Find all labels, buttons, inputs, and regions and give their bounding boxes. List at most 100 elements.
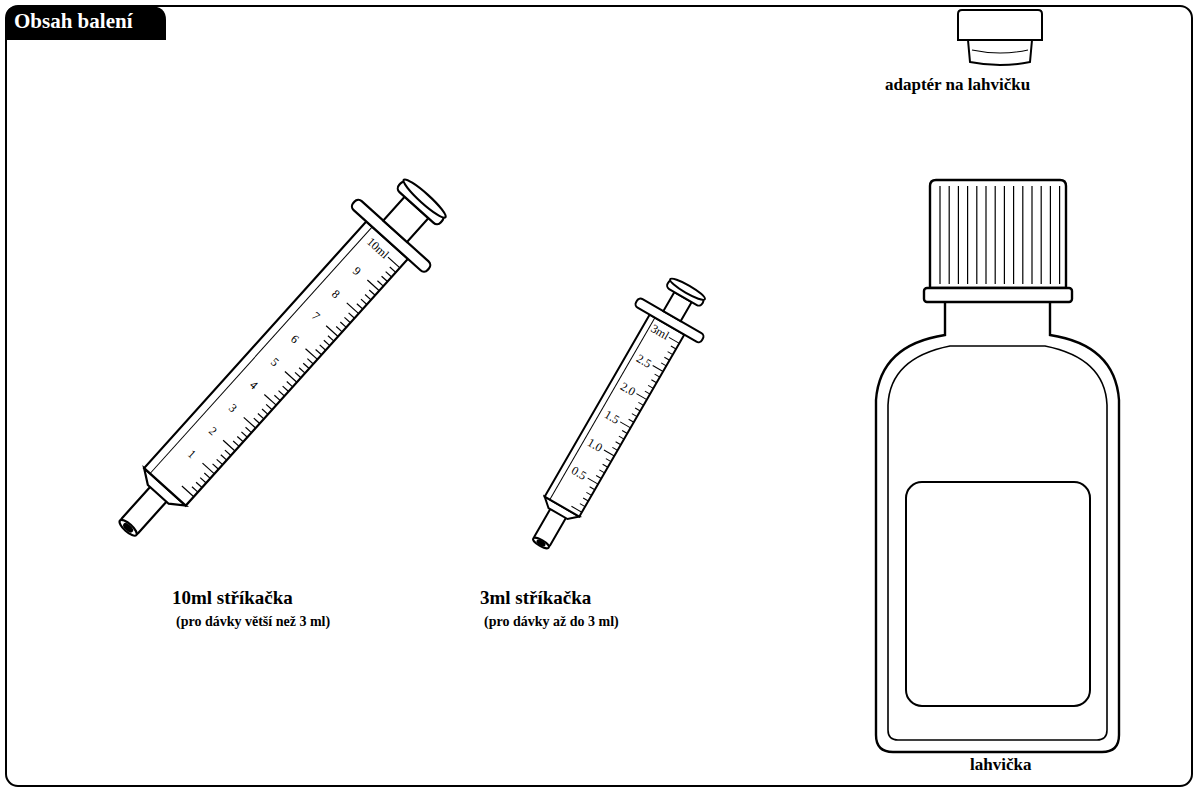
scale-tick bbox=[390, 267, 396, 272]
scale-tick bbox=[279, 391, 285, 396]
scale-tick bbox=[307, 359, 313, 364]
scale-tick bbox=[648, 385, 653, 388]
scale-tick bbox=[668, 352, 673, 355]
scale-tick bbox=[1031, 186, 1032, 284]
scale-tick bbox=[320, 345, 326, 350]
scale-tick bbox=[976, 186, 977, 284]
scale-tick bbox=[266, 404, 272, 409]
scale-tick bbox=[583, 498, 588, 501]
scale-tick bbox=[192, 487, 198, 492]
scale-tick bbox=[586, 492, 591, 495]
scale-tick bbox=[262, 409, 268, 414]
scale-tick bbox=[357, 304, 363, 309]
scale-tick bbox=[274, 395, 280, 400]
scale-tick bbox=[237, 436, 243, 441]
scale-tick bbox=[258, 414, 264, 419]
scale-tick bbox=[340, 322, 346, 327]
part-name: adaptér na lahvičku bbox=[885, 76, 1030, 95]
scale-tick bbox=[241, 432, 247, 437]
scale-tick bbox=[1050, 186, 1051, 284]
syringe-3ml bbox=[507, 267, 723, 565]
scale-tick bbox=[651, 380, 656, 383]
scale-tick bbox=[967, 186, 968, 284]
scale-tick bbox=[196, 482, 202, 487]
scale-tick bbox=[316, 349, 322, 354]
scale-tick bbox=[629, 419, 634, 422]
scale-tick bbox=[246, 427, 252, 432]
scale-tick bbox=[1041, 186, 1042, 284]
scale-tick bbox=[664, 357, 669, 360]
scale-tick bbox=[361, 299, 367, 304]
scale-tick bbox=[344, 317, 350, 322]
scale-tick bbox=[365, 295, 371, 300]
scale-tick bbox=[287, 382, 293, 387]
scale-tick bbox=[995, 186, 996, 284]
scale-tick bbox=[283, 386, 289, 391]
scale-tick bbox=[632, 414, 637, 417]
bottle bbox=[876, 180, 1119, 752]
scale-tick bbox=[213, 464, 219, 469]
part-name: 10ml stříkačka bbox=[172, 588, 293, 609]
scale-tick bbox=[636, 394, 646, 400]
part-name: lahvička bbox=[970, 756, 1031, 775]
scale-tick bbox=[590, 487, 595, 490]
scale-tick bbox=[299, 368, 305, 373]
syringe-10ml bbox=[88, 161, 465, 564]
scale-tick bbox=[599, 470, 604, 473]
scale-tick bbox=[303, 363, 309, 368]
scale-tick bbox=[388, 257, 400, 268]
scale-tick bbox=[349, 313, 355, 318]
scale-tick bbox=[369, 290, 375, 295]
scale-tick bbox=[958, 186, 959, 284]
scale-tick bbox=[580, 504, 585, 507]
scale-tick bbox=[604, 450, 614, 456]
scale-tick bbox=[671, 346, 676, 349]
scale-tick bbox=[217, 459, 223, 464]
scale-tick bbox=[1059, 186, 1060, 284]
scale-tick bbox=[616, 442, 621, 445]
scale-tick bbox=[1004, 186, 1005, 284]
scale-tick bbox=[669, 337, 679, 343]
title-tab bbox=[6, 6, 166, 40]
scale-tick bbox=[221, 455, 227, 460]
scale-tick bbox=[655, 374, 660, 377]
scale-tick bbox=[645, 391, 650, 394]
scale-tick bbox=[377, 281, 383, 286]
part-name: 3ml stříkačka bbox=[480, 588, 591, 609]
scale-tick bbox=[620, 422, 630, 428]
scale-tick bbox=[603, 464, 608, 467]
scale-tick bbox=[225, 450, 231, 455]
scale-tick bbox=[588, 478, 598, 484]
scale-tick bbox=[295, 372, 301, 377]
frame bbox=[6, 6, 1192, 786]
scale-tick bbox=[939, 186, 940, 284]
scale-tick bbox=[985, 186, 986, 284]
scale-tick bbox=[200, 478, 206, 483]
scale-tick bbox=[254, 418, 260, 423]
scale-tick bbox=[233, 441, 239, 446]
scale-tick bbox=[949, 186, 950, 284]
scale-tick bbox=[204, 473, 210, 478]
scale-tick bbox=[386, 272, 392, 277]
part-note: (pro dávky až do 3 ml) bbox=[484, 614, 619, 629]
scale-tick bbox=[606, 459, 611, 462]
vial-adapter bbox=[958, 10, 1042, 65]
title-text: Obsah balení bbox=[14, 9, 132, 34]
scale-tick bbox=[1013, 186, 1014, 284]
scale-tick bbox=[635, 408, 640, 411]
scale-tick bbox=[336, 327, 342, 332]
scale-tick bbox=[619, 436, 624, 439]
scale-tick bbox=[571, 506, 581, 512]
scale-tick bbox=[638, 402, 643, 405]
scale-tick bbox=[661, 363, 666, 366]
scale-tick bbox=[382, 276, 388, 281]
scale-tick bbox=[653, 366, 663, 372]
part-note: (pro dávky větší než 3 ml) bbox=[176, 614, 330, 629]
scale-tick bbox=[622, 430, 627, 433]
scale-tick bbox=[328, 336, 334, 341]
scale-tick bbox=[1022, 186, 1023, 284]
scale-tick bbox=[324, 340, 330, 345]
scale-tick bbox=[596, 475, 601, 478]
scale-tick bbox=[612, 447, 617, 450]
